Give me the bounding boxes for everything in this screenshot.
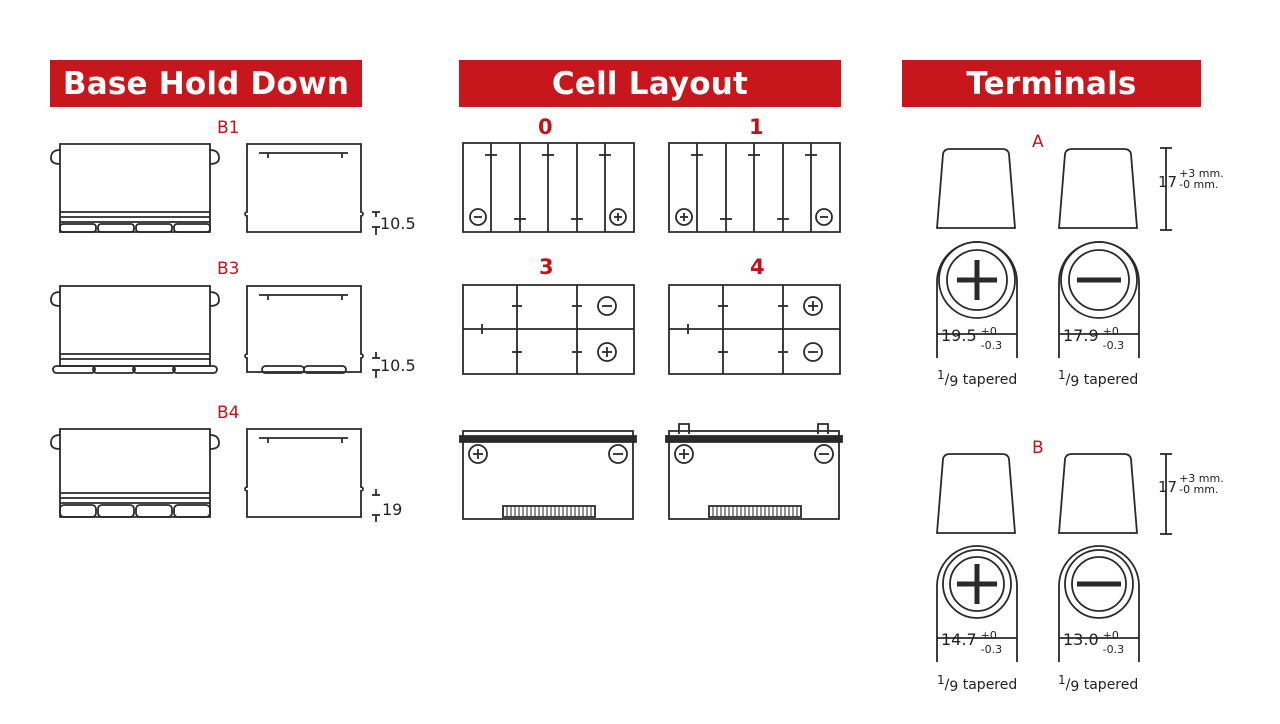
terminal-group-code-a: A bbox=[1032, 132, 1044, 152]
hold-down-code-b1: B1 bbox=[217, 118, 240, 138]
hold-down-dim-b1: 10.5 bbox=[380, 214, 416, 233]
header-base-hold-down: Base Hold Down bbox=[50, 60, 362, 107]
terminal-b-positive-top-view bbox=[935, 542, 1021, 664]
cell-layout-front-view-left bbox=[459, 426, 639, 522]
cell-layout-4-top-view bbox=[668, 284, 842, 376]
cell-layout-0-top-view bbox=[462, 142, 636, 234]
hold-down-side-view-b4 bbox=[244, 425, 424, 525]
terminal-a-height: 17 +3 mm.-0 mm. bbox=[1158, 167, 1224, 191]
terminal-b-negative-side-view bbox=[1057, 453, 1141, 537]
hold-down-side-view-b1 bbox=[244, 140, 424, 240]
terminal-a-positive-top-view bbox=[935, 238, 1021, 360]
terminal-b-positive-side-view bbox=[935, 453, 1019, 537]
terminal-b-height: 17 +3 mm.-0 mm. bbox=[1158, 472, 1224, 496]
cell-layout-code-0: 0 bbox=[538, 115, 553, 139]
terminal-a-negative-taper: 1/9 tapered bbox=[1058, 368, 1139, 390]
cell-layout-front-view-right bbox=[665, 416, 845, 522]
hold-down-dim-b4: 19 bbox=[382, 500, 403, 519]
terminal-a-positive-side-view bbox=[935, 148, 1019, 232]
cell-layout-code-4: 4 bbox=[750, 255, 765, 279]
terminal-b-negative-taper: 1/9 tapered bbox=[1058, 673, 1139, 695]
cell-layout-3-top-view bbox=[462, 284, 636, 376]
header-cell-layout: Cell Layout bbox=[459, 60, 841, 107]
terminal-b-negative-top-view bbox=[1057, 542, 1143, 664]
terminal-a-positive-taper: 1/9 tapered bbox=[937, 368, 1018, 390]
terminal-a-height-dimension bbox=[1158, 146, 1174, 232]
terminal-a-negative-top-view bbox=[1057, 238, 1143, 360]
hold-down-dim-b3: 10.5 bbox=[380, 356, 416, 375]
cell-layout-code-1: 1 bbox=[749, 115, 764, 139]
terminal-group-code-b: B bbox=[1032, 438, 1044, 458]
hold-down-front-view-b4 bbox=[48, 425, 223, 520]
header-terminals: Terminals bbox=[902, 60, 1201, 107]
terminal-a-negative-side-view bbox=[1057, 148, 1141, 232]
hold-down-code-b4: B4 bbox=[217, 403, 240, 423]
hold-down-code-b3: B3 bbox=[217, 259, 240, 279]
terminal-a-positive-diameter: 19.5 +0-0.3 bbox=[941, 325, 1003, 352]
terminal-b-positive-diameter: 14.7 +0-0.3 bbox=[941, 629, 1003, 656]
hold-down-side-view-b3 bbox=[244, 282, 424, 382]
hold-down-front-view-b1 bbox=[48, 140, 223, 235]
terminal-b-height-dimension bbox=[1158, 452, 1174, 536]
cell-layout-1-top-view bbox=[668, 142, 842, 234]
terminal-b-negative-diameter: 13.0 +0-0.3 bbox=[1063, 629, 1125, 656]
terminal-b-positive-taper: 1/9 tapered bbox=[937, 673, 1018, 695]
cell-layout-code-3: 3 bbox=[539, 255, 554, 279]
hold-down-front-view-b3 bbox=[48, 282, 223, 377]
terminal-a-negative-diameter: 17.9 +0-0.3 bbox=[1063, 325, 1125, 352]
